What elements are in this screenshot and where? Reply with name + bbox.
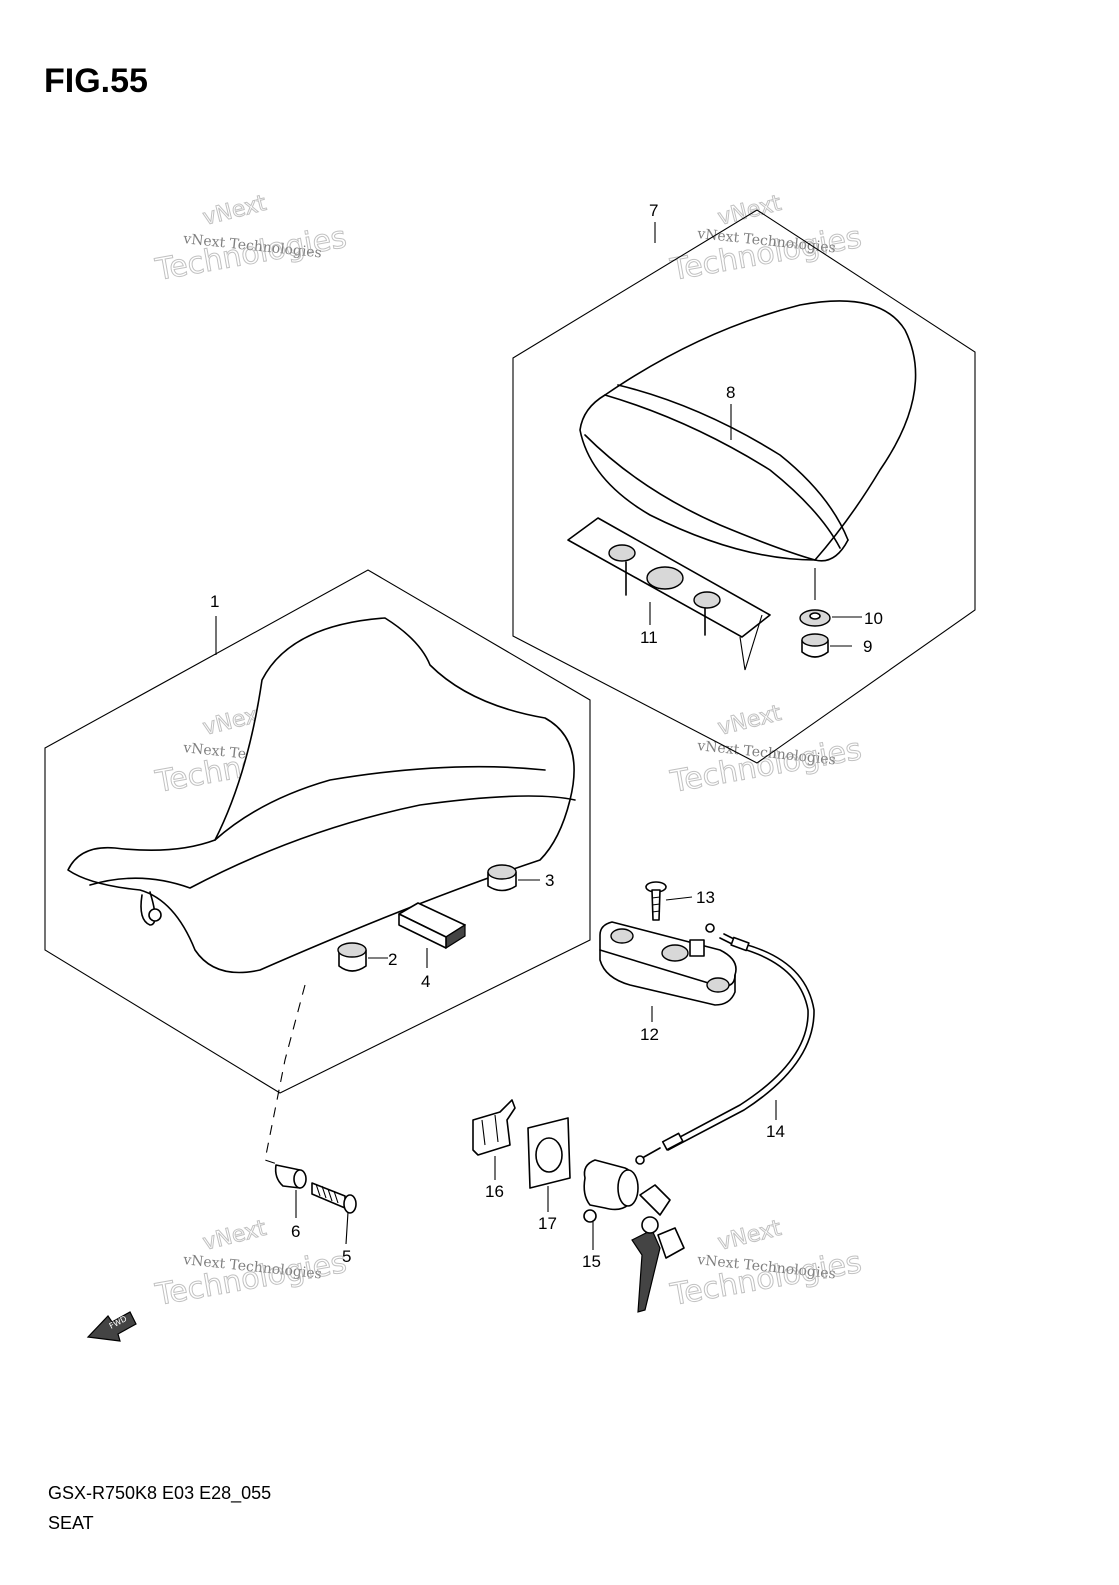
callout-1: 1	[210, 592, 219, 611]
front-seat-part-1	[67, 617, 576, 974]
watermark-bottom-right: vNext vNext Technologies Technologies	[667, 1215, 865, 1313]
svg-text:vNext: vNext	[200, 191, 269, 231]
callout-9: 9	[863, 637, 872, 656]
callout-4: 4	[421, 972, 430, 991]
callout-8: 8	[726, 383, 735, 402]
svg-text:vNext: vNext	[200, 1216, 269, 1256]
screw-part-13	[645, 881, 667, 921]
rear-seat-assembly-frame	[512, 209, 976, 764]
forward-direction-arrow: FWD	[86, 1311, 137, 1342]
svg-text:vNext: vNext	[715, 191, 784, 231]
svg-text:Technologies: Technologies	[152, 1245, 349, 1313]
cushion-part-3	[487, 864, 517, 892]
svg-text:Technologies: Technologies	[667, 1245, 864, 1313]
callout-2: 2	[388, 950, 397, 969]
callout-10: 10	[864, 609, 883, 628]
svg-text:Technologies: Technologies	[152, 220, 349, 288]
diagram-section-name: SEAT	[48, 1513, 94, 1533]
nut-part-9	[801, 633, 829, 658]
watermark-bottom-left: vNext vNext Technologies Technologies	[152, 1215, 350, 1313]
callout-6: 6	[291, 1222, 300, 1241]
callout-3: 3	[545, 871, 554, 890]
svg-text:vNext: vNext	[715, 701, 784, 741]
lock-holder-part-12	[599, 921, 737, 1006]
cable-part-14	[635, 923, 815, 1165]
callout-15: 15	[582, 1252, 601, 1271]
callout-16: 16	[485, 1182, 504, 1201]
callout-5: 5	[342, 1247, 351, 1266]
leader-lines	[215, 222, 862, 1250]
callout-17: 17	[538, 1214, 557, 1233]
svg-text:vNext: vNext	[715, 1216, 784, 1256]
leader-front-seat-bolt	[264, 984, 306, 1166]
diagram-model-code: GSX-R750K8 E03 E28_055	[48, 1483, 272, 1503]
bolt-part-5	[311, 1182, 357, 1214]
watermark-top-left: vNext vNext Technologies Technologies	[152, 190, 350, 288]
cushion-part-2	[337, 942, 367, 972]
washer-part-10	[799, 609, 831, 627]
callout-7: 7	[649, 201, 658, 220]
front-seat-assembly-frame	[44, 569, 591, 1094]
watermark-top-right: vNext vNext Technologies Technologies	[667, 190, 865, 288]
clip-part-16	[472, 1099, 516, 1156]
leader-11-dash	[739, 614, 763, 671]
callout-12: 12	[640, 1025, 659, 1044]
callout-13: 13	[696, 888, 715, 907]
callout-11: 11	[640, 628, 658, 647]
rear-seat-bracket-part-11	[567, 517, 771, 638]
callout-14: 14	[766, 1122, 785, 1141]
lock-set-part-15	[583, 1159, 685, 1313]
watermark-middle-right: vNext vNext Technologies Technologies	[667, 700, 865, 800]
figure-title: FIG.55	[44, 62, 148, 100]
pad-part-4	[398, 902, 466, 950]
rear-seat-cover-part-8	[579, 300, 917, 562]
collar-part-6	[274, 1164, 307, 1189]
plate-part-17	[527, 1117, 571, 1189]
